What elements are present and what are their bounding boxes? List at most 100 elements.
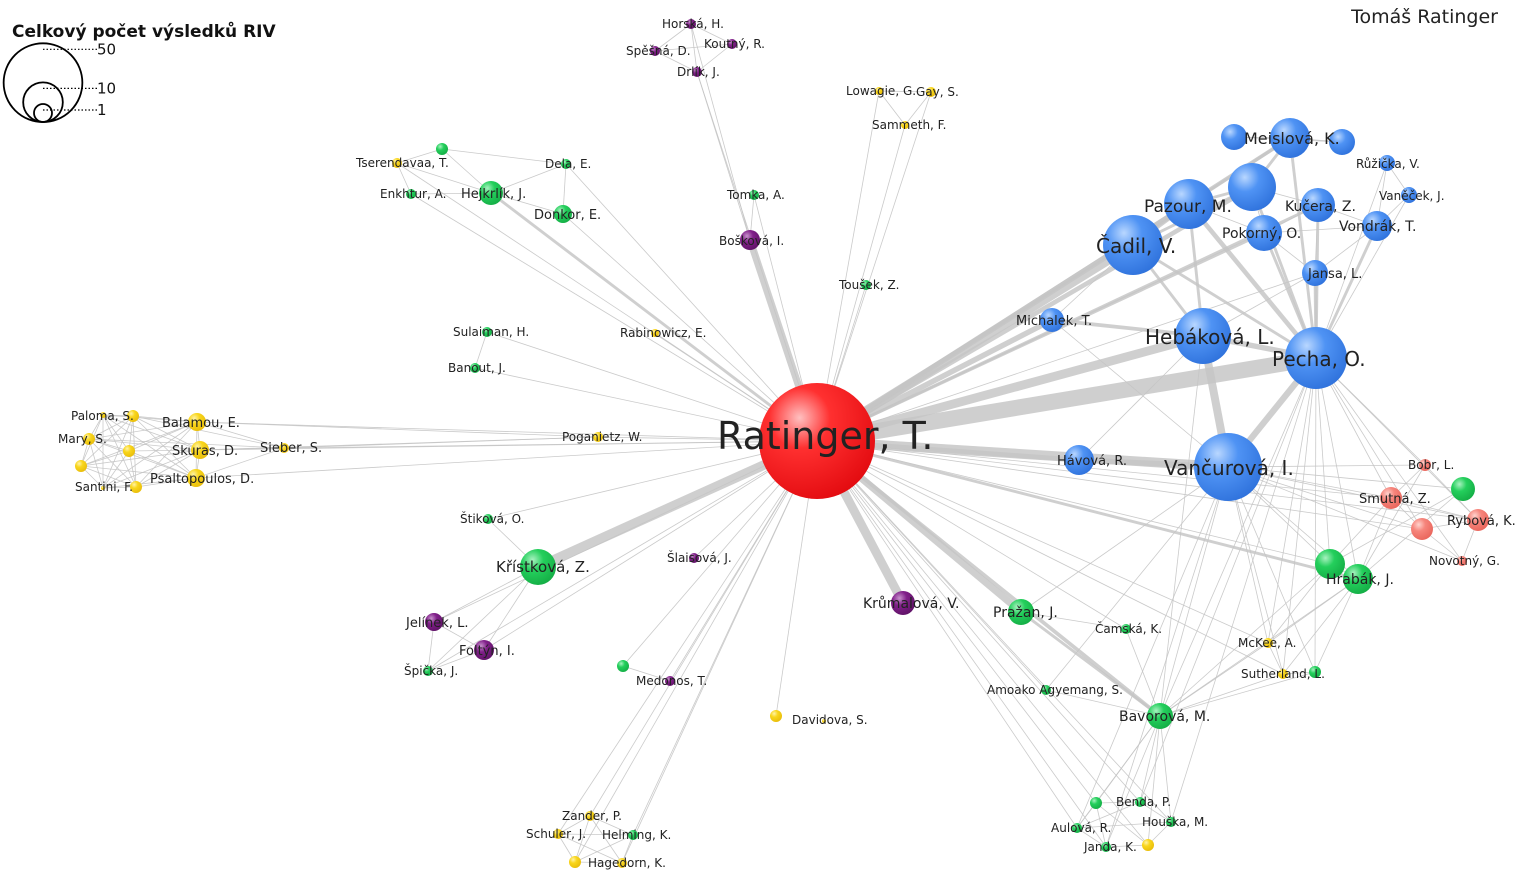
author-node[interactable] <box>1419 459 1431 471</box>
author-node[interactable] <box>822 719 826 723</box>
author-node[interactable] <box>1380 487 1402 509</box>
author-node[interactable] <box>474 640 494 660</box>
author-node[interactable] <box>1166 817 1176 827</box>
author-node[interactable] <box>1101 842 1111 852</box>
author-node[interactable] <box>1008 599 1034 625</box>
author-node[interactable] <box>100 412 106 418</box>
author-node[interactable] <box>561 159 571 169</box>
coauthor-edge <box>622 665 671 682</box>
author-node[interactable] <box>759 383 875 499</box>
coauthor-edge <box>1390 497 1479 521</box>
author-node[interactable] <box>1041 685 1051 695</box>
author-node[interactable] <box>392 158 402 168</box>
author-node[interactable] <box>1302 260 1328 286</box>
author-node[interactable] <box>187 469 205 487</box>
author-node[interactable] <box>891 591 915 615</box>
author-label: Růžička, V. <box>1356 157 1420 171</box>
author-label: Drlík, J. <box>677 65 720 79</box>
author-node[interactable] <box>1343 564 1373 594</box>
author-node[interactable] <box>686 19 696 29</box>
author-node[interactable] <box>770 710 782 722</box>
author-node[interactable] <box>740 230 760 250</box>
author-node[interactable] <box>617 660 629 672</box>
author-node[interactable] <box>554 205 572 223</box>
author-node[interactable] <box>83 433 95 445</box>
author-node[interactable] <box>188 413 206 431</box>
author-node[interactable] <box>127 410 139 422</box>
author-node[interactable] <box>520 549 556 585</box>
author-node[interactable] <box>1135 797 1145 807</box>
coauthor-edge <box>1159 578 1359 717</box>
author-node[interactable] <box>1301 188 1335 222</box>
author-node[interactable] <box>861 280 871 290</box>
author-node[interactable] <box>901 121 909 129</box>
author-node[interactable] <box>1147 703 1173 729</box>
author-node[interactable] <box>1379 155 1395 171</box>
author-node[interactable] <box>425 613 443 631</box>
author-node[interactable] <box>1246 215 1282 251</box>
author-node[interactable] <box>130 481 142 493</box>
author-node[interactable] <box>593 432 603 442</box>
author-node[interactable] <box>483 514 493 524</box>
author-node[interactable] <box>423 666 433 676</box>
coauthor-edge <box>1357 464 1426 580</box>
author-node[interactable] <box>1401 187 1417 203</box>
author-label: Zander, P. <box>562 809 622 823</box>
author-node[interactable] <box>665 676 675 686</box>
author-node[interactable] <box>650 46 660 56</box>
author-node[interactable] <box>101 486 105 490</box>
author-node[interactable] <box>1090 797 1102 809</box>
author-node[interactable] <box>617 858 627 868</box>
author-node[interactable] <box>123 445 135 457</box>
author-label: Poganietz, W. <box>562 430 642 444</box>
author-node[interactable] <box>1315 549 1345 579</box>
author-node[interactable] <box>75 460 87 472</box>
author-node[interactable] <box>1228 163 1276 211</box>
author-node[interactable] <box>1285 327 1347 389</box>
author-node[interactable] <box>191 441 209 459</box>
author-node[interactable] <box>553 829 563 839</box>
author-node[interactable] <box>482 327 492 337</box>
coauthor-edge <box>1105 466 1229 848</box>
author-node[interactable] <box>1411 518 1433 540</box>
author-node[interactable] <box>1362 211 1392 241</box>
author-node[interactable] <box>1263 638 1273 648</box>
author-node[interactable] <box>569 856 581 868</box>
author-node[interactable] <box>1103 215 1163 275</box>
author-node[interactable] <box>651 329 659 337</box>
author-node[interactable] <box>1270 118 1310 158</box>
author-label: Sammeth, F. <box>872 118 946 132</box>
author-node[interactable] <box>1278 669 1288 679</box>
author-label: Gay, S. <box>916 85 959 99</box>
author-node[interactable] <box>1194 433 1262 501</box>
author-node[interactable] <box>628 830 638 840</box>
author-node[interactable] <box>1467 509 1489 531</box>
author-node[interactable] <box>1329 129 1355 155</box>
author-node[interactable] <box>1121 624 1131 634</box>
author-node[interactable] <box>1142 839 1154 851</box>
coauthor-edge <box>816 440 1269 644</box>
coauthor-edge <box>88 438 130 452</box>
coauthor-edge <box>878 90 906 126</box>
author-node[interactable] <box>279 443 289 453</box>
author-node[interactable] <box>692 67 702 77</box>
author-node[interactable] <box>436 143 448 155</box>
author-node[interactable] <box>1309 666 1321 678</box>
author-node[interactable] <box>1175 308 1231 364</box>
author-node[interactable] <box>1221 124 1247 150</box>
author-node[interactable] <box>1064 445 1094 475</box>
author-node[interactable] <box>1072 823 1082 833</box>
author-node[interactable] <box>875 87 883 95</box>
author-node[interactable] <box>1164 179 1214 229</box>
author-node[interactable] <box>926 87 936 97</box>
author-node[interactable] <box>1457 556 1467 566</box>
author-node[interactable] <box>727 39 737 49</box>
author-node[interactable] <box>749 190 759 200</box>
author-node[interactable] <box>1040 308 1064 332</box>
author-node[interactable] <box>585 811 595 821</box>
author-node[interactable] <box>470 363 480 373</box>
author-node[interactable] <box>406 189 416 199</box>
author-node[interactable] <box>689 553 699 563</box>
author-node[interactable] <box>1451 477 1475 501</box>
author-node[interactable] <box>479 181 503 205</box>
